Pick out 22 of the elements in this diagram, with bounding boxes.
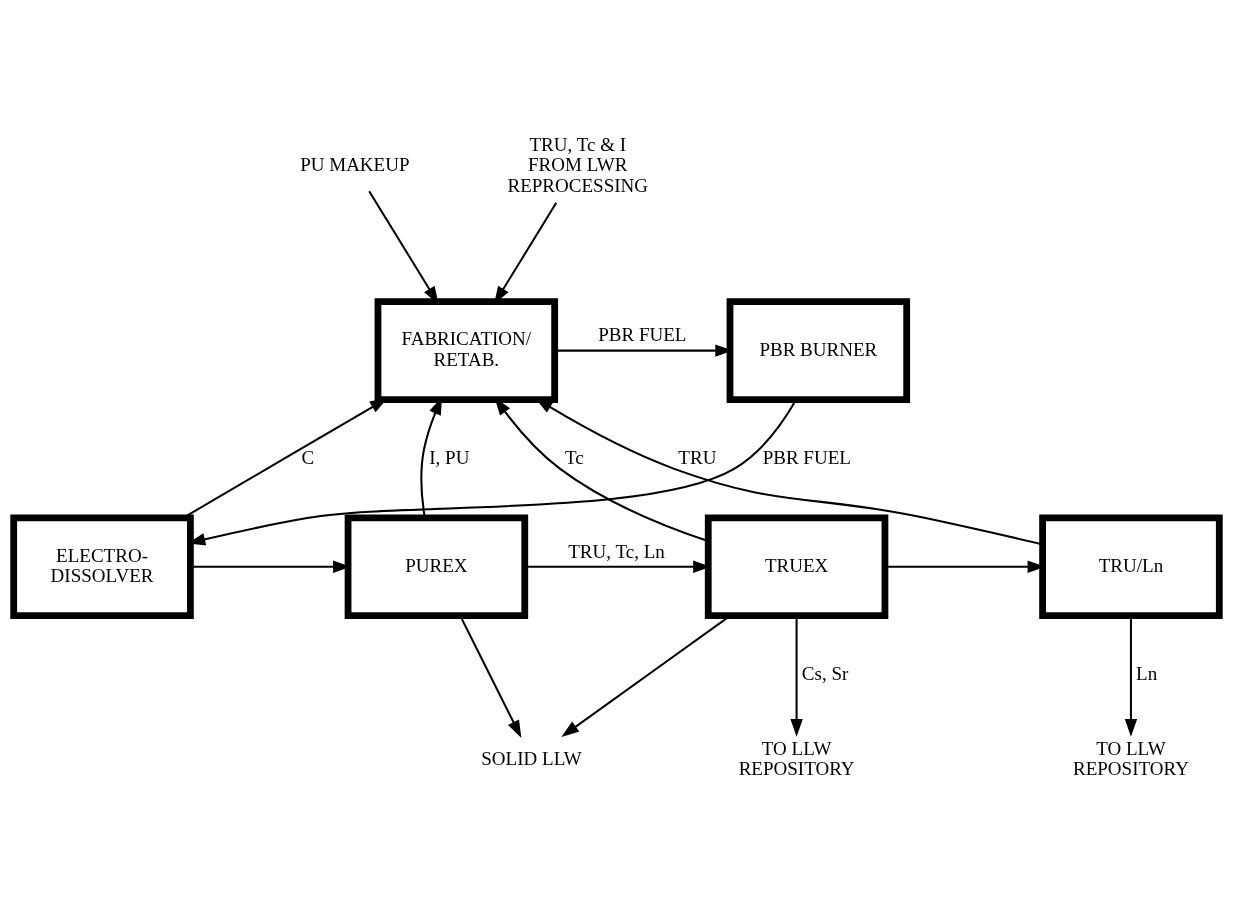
node-text: TO LLW REPOSITORY bbox=[738, 737, 855, 779]
node-box: TRUEX bbox=[704, 514, 889, 620]
arrow bbox=[790, 616, 803, 737]
node-box: PUREX bbox=[344, 514, 529, 620]
node-text: PU MAKEUP bbox=[300, 154, 410, 176]
node-text: TO LLW REPOSITORY bbox=[1073, 737, 1189, 779]
edge-label: C bbox=[301, 446, 315, 468]
arrow bbox=[1124, 616, 1138, 737]
node-text: TRU, Tc & I FROM LWR REPROCESSING bbox=[507, 134, 649, 196]
edge-label: Cs, Sr bbox=[801, 662, 849, 684]
edge-label: Tc bbox=[565, 446, 584, 468]
node-box: ELECTRO- DISSOLVER bbox=[10, 514, 194, 620]
edge-label: PBR FUEL bbox=[762, 446, 851, 468]
edge-label: PBR FUEL bbox=[598, 324, 687, 346]
node-box: FABRICATION/ RETAB. bbox=[374, 298, 559, 403]
edge-label: TRU, Tc, Ln bbox=[568, 540, 665, 562]
edge-label: Ln bbox=[1136, 662, 1158, 684]
edge-label: I, PU bbox=[429, 446, 470, 468]
node-text: SOLID LLW bbox=[481, 747, 582, 769]
node-box: TRU/Ln bbox=[1039, 514, 1223, 620]
node-box: PBR BURNER bbox=[726, 298, 911, 403]
edge-label: TRU bbox=[678, 446, 717, 468]
